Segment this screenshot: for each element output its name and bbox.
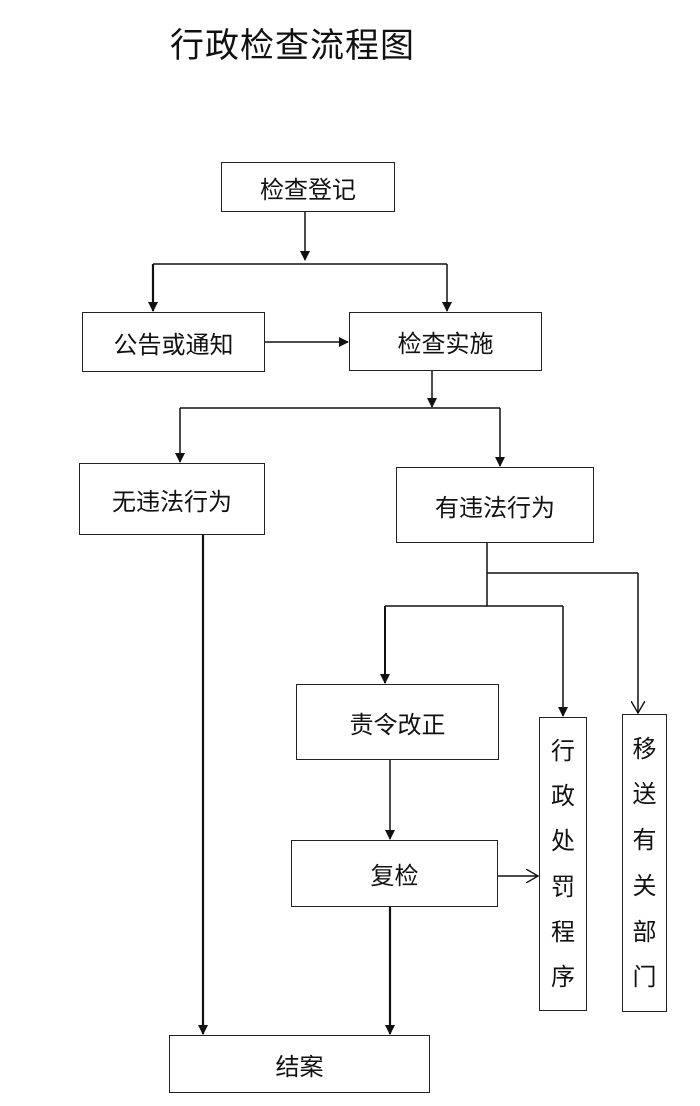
- node-register-label: 检查登记: [260, 175, 356, 204]
- node-notice: 公告或通知: [82, 312, 265, 372]
- node-penalty-char: 序: [551, 962, 575, 991]
- node-transfer-char: 有: [632, 826, 657, 855]
- node-recheck-label: 复检: [370, 862, 419, 890]
- node-penalty-char: 行: [551, 737, 575, 766]
- node-penalty-char: 处: [551, 827, 575, 856]
- node-penalty-char: 政: [551, 782, 575, 811]
- node-violation: 有违法行为: [396, 467, 594, 543]
- node-implement-label: 检查实施: [397, 330, 494, 358]
- node-penalty-char: 罚: [551, 872, 575, 901]
- node-close-label: 结案: [275, 1052, 324, 1081]
- node-transfer: 移 送 有 关 部 门: [622, 714, 667, 1012]
- node-close: 结案: [169, 1035, 430, 1093]
- node-transfer-char: 送: [632, 780, 657, 809]
- node-violation-label: 有违法行为: [435, 493, 555, 522]
- node-transfer-char: 移: [632, 734, 657, 763]
- node-recheck: 复检: [291, 840, 498, 907]
- node-transfer-char: 门: [632, 963, 657, 992]
- node-transfer-char: 关: [632, 871, 657, 900]
- node-no-violation-label: 无违法行为: [112, 487, 232, 516]
- node-rectify: 责令改正: [296, 684, 499, 760]
- node-implement: 检查实施: [349, 312, 542, 371]
- page-title: 行政检查流程图: [170, 26, 415, 66]
- node-penalty-char: 程: [551, 917, 575, 946]
- node-penalty: 行 政 处 罚 程 序: [539, 717, 587, 1011]
- node-no-violation: 无违法行为: [79, 463, 265, 535]
- node-transfer-char: 部: [632, 917, 657, 946]
- node-notice-label: 公告或通知: [113, 330, 234, 359]
- node-register: 检查登记: [221, 162, 395, 212]
- node-rectify-label: 责令改正: [349, 710, 446, 739]
